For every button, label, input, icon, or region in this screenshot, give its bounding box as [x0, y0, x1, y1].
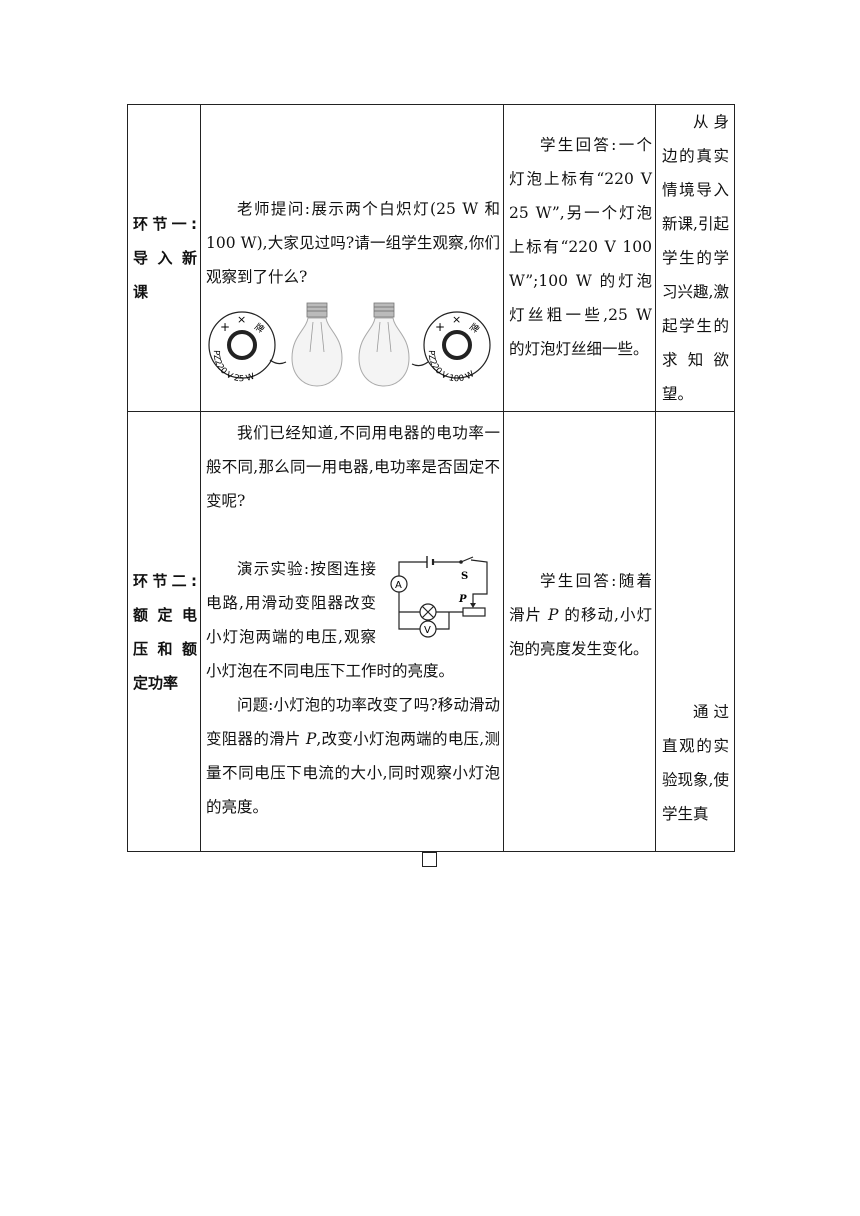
cross-text: × [237, 313, 246, 326]
bulb-label-25w-icon: + × 牌 PZ220 V 25 W [208, 311, 287, 384]
intent-text: 从身边的真实情境导入新课,引起学生的学习兴趣,激起学生的求知欲望。 [662, 113, 729, 403]
bulbs-illustration: + × 牌 PZ220 V 25 W [208, 302, 491, 387]
stage-line: 定功率 [133, 673, 179, 692]
student-text: 学生回答:随着滑片 P 的移动,小灯泡的亮度发生变化。 [509, 564, 652, 666]
bulb-icon [358, 302, 410, 387]
teacher-text: 演示实验:按图连接电路,用滑动变阻器改变小灯泡两端的电压,观察小灯泡在不同电压下… [206, 552, 500, 688]
intent-text: 通过直观的实验现象,使学生真 [662, 703, 729, 823]
box-symbol [422, 852, 437, 867]
teacher-text: 老师提问:展示两个白炽灯(25 W 和 100 W),大家见过吗?请一组学生观察… [206, 200, 500, 286]
variable-p: P [548, 605, 559, 624]
circuit-diagram: S A V P [390, 556, 488, 638]
stage-line: 环节二: [133, 571, 197, 590]
switch-label: S [461, 571, 468, 582]
table-row: 环节一: 导入新 课 老师提问:展示两个白炽灯(25 W 和 100 W),大家… [127, 104, 735, 412]
ammeter-label: A [395, 580, 402, 591]
demo-block: 演示实验:按图连接电路,用滑动变阻器改变小灯泡两端的电压,观察小灯泡在不同电压下… [206, 552, 500, 688]
brand-text: 牌 [252, 321, 266, 336]
question-text: 问题:小灯泡的功率改变了吗?移动滑动变阻器的滑片 [206, 696, 500, 748]
voltmeter-label: V [424, 625, 431, 636]
teacher-activity: 我们已经知道,不同用电器的电功率一般不同,那么同一用电器,电功率是否固定不变呢?… [200, 411, 504, 852]
student-text-part: 学生回答:随着滑片 [509, 571, 652, 624]
teacher-text: 我们已经知道,不同用电器的电功率一般不同,那么同一用电器,电功率是否固定不变呢? [206, 424, 500, 510]
stage-line: 导入新 [133, 249, 197, 267]
stage-line: 压和额 [133, 639, 197, 658]
teacher-activity: 老师提问:展示两个白炽灯(25 W 和 100 W),大家见过吗?请一组学生观察… [200, 104, 504, 412]
student-activity: 学生回答:一个灯泡上标有“220 V 25 W”,另一个灯泡上标有“220 V … [503, 104, 656, 412]
student-activity: 学生回答:随着滑片 P 的移动,小灯泡的亮度发生变化。 [503, 411, 656, 852]
bulb-label-100w-icon: + × 牌 PZ220 V 100 W [411, 311, 491, 384]
demo-text: 演示实验:按图连接电路,用滑动变阻器改变小灯泡两端的电压,观察小灯泡在不同电压下… [206, 560, 455, 680]
lesson-plan-table: 环节一: 导入新 课 老师提问:展示两个白炽灯(25 W 和 100 W),大家… [127, 104, 735, 852]
stage-line: 课 [133, 283, 149, 301]
plus-text: + [220, 320, 230, 334]
table-row: 环节二: 额定电 压和额 定功率 我们已经知道,不同用电器的电功率一般不同,那么… [127, 411, 735, 852]
stage-line: 额定电 [133, 605, 197, 624]
brand-text: 牌 [467, 321, 481, 336]
stage-label: 环节一: 导入新 课 [127, 104, 201, 412]
stage-label: 环节二: 额定电 压和额 定功率 [127, 411, 201, 852]
rheostat-icon [462, 607, 486, 617]
lamp-icon [419, 603, 437, 621]
cross-text: × [452, 313, 461, 326]
variable-p: P [305, 730, 317, 748]
design-intent: 从身边的真实情境导入新课,引起学生的学习兴趣,激起学生的求知欲望。 [655, 104, 735, 412]
design-intent: 通过直观的实验现象,使学生真 [655, 411, 735, 852]
student-text-part: 的移动,小灯泡的亮度发生变化。 [509, 605, 653, 658]
plus-text: + [435, 320, 445, 334]
bulb-icon [291, 302, 343, 387]
student-text: 学生回答:一个灯泡上标有“220 V 25 W”,另一个灯泡上标有“220 V … [509, 136, 652, 358]
teacher-text: 问题:小灯泡的功率改变了吗?移动滑动变阻器的滑片 P,改变小灯泡两端的电压,测量… [206, 688, 500, 824]
slider-label: P [458, 594, 467, 605]
question-text: ,改变小灯泡两端的电压,测量不同电压下电流的大小,同时观察小灯泡的亮度。 [206, 730, 500, 816]
voltmeter-icon [419, 620, 437, 638]
stage-line: 环节一: [133, 215, 197, 233]
